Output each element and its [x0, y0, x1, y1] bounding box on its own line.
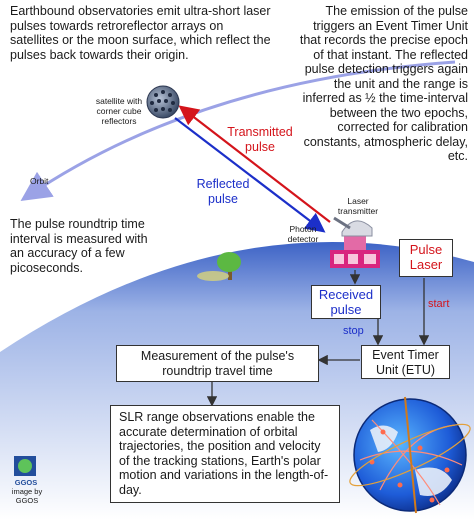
- ggos-logo-icon: [14, 456, 36, 476]
- globe-icon: [349, 396, 471, 514]
- reflected-label: Reflected pulse: [196, 177, 250, 206]
- etu-box: Event Timer Unit (ETU): [361, 345, 450, 379]
- stop-label: stop: [343, 325, 364, 337]
- transmitted-beam: [178, 105, 331, 223]
- slr-description-box: SLR range observations enable the accura…: [110, 405, 340, 503]
- satellite-label: satellite with corner cube reflectors: [95, 96, 143, 126]
- observatory-icon: [330, 216, 380, 268]
- satellite-icon: [146, 85, 180, 119]
- right-description: The emission of the pulse triggers an Ev…: [299, 4, 468, 163]
- image-credit: image by GGOS: [11, 487, 43, 505]
- measurement-box: Measurement of the pulse's roundtrip tra…: [116, 345, 319, 382]
- transmitted-label: Transmitted pulse: [227, 125, 293, 154]
- tree-icon: [197, 252, 241, 281]
- reflected-beam: [174, 117, 326, 233]
- orbit-path: [20, 60, 456, 202]
- roundtrip-description: The pulse roundtrip time interval is mea…: [10, 217, 148, 275]
- received-pulse-box: Received pulse: [311, 285, 381, 319]
- photon-detector-label: Photon detector: [287, 224, 319, 244]
- laser-transmitter-label: Laser transmitter: [337, 196, 379, 216]
- ggos-logo-text: GGOS: [14, 478, 38, 487]
- pulse-laser-box: Pulse Laser: [399, 239, 453, 277]
- top-left-description: Earthbound observatories emit ultra-shor…: [10, 4, 271, 62]
- start-label: start: [428, 298, 450, 310]
- orbit-label: Orbit: [30, 176, 49, 186]
